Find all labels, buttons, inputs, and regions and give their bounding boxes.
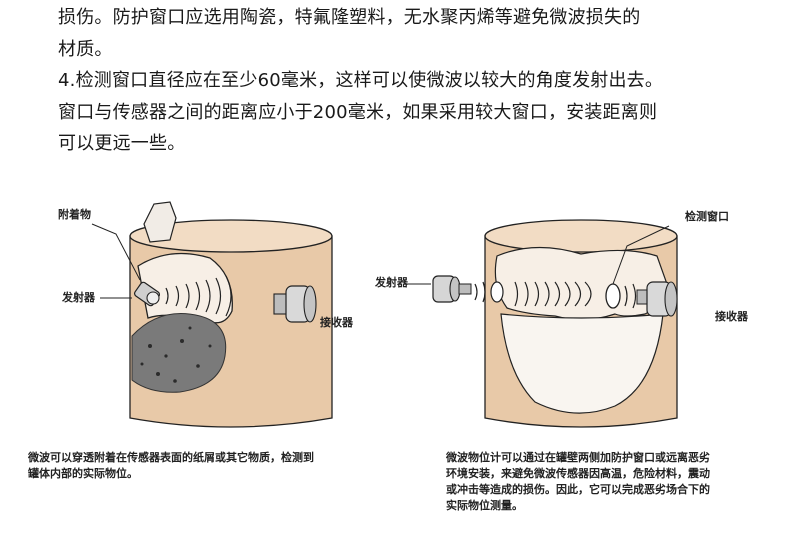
receiver-sensor-left (273, 285, 317, 323)
caption-left: 微波可以穿透附着在传感器表面的纸屑或其它物质，检测到 罐体内部的实际物位。 (28, 450, 388, 482)
paragraph-line: 损伤。防护窗口应选用陶瓷，特氟隆塑料，无水聚丙烯等避免微波损失的 (58, 7, 641, 28)
label-emitter: 发射器 (62, 291, 95, 304)
paragraph-line: 可以更远一些。 (58, 133, 186, 154)
tank-illustration-right (405, 219, 678, 428)
caption-line: 环境安装，来避免微波传感器因高温，危险材料，震动 (446, 467, 710, 480)
emitter-sensor-left (133, 281, 161, 307)
caption-line: 实际物位测量。 (446, 499, 523, 512)
body-paragraph: 损伤。防护窗口应选用陶瓷，特氟隆塑料，无水聚丙烯等避免微波损失的 材质。 4.检… (58, 2, 778, 160)
figure-deposit-penetration: 附着物 发射器 接收器 (20, 196, 400, 446)
caption-line: 微波物位计可以通过在罐壁两侧加防护窗口或远离恶劣 (446, 451, 710, 464)
paragraph-line: 窗口与传感器之间的距离应小于200毫米，如果采用较大窗口，安装距离则 (58, 101, 658, 123)
label-emitter-right: 发射器 (375, 276, 408, 289)
caption-line: 微波可以穿透附着在传感器表面的纸屑或其它物质，检测到 (28, 451, 314, 464)
paragraph-line: 4.检测窗口直径应在至少60毫米，这样可以使微波以较大的角度发射出去。 (58, 70, 664, 91)
label-receiver-right: 接收器 (715, 310, 748, 323)
receiver-sensor-right (636, 281, 678, 317)
tank-illustration-left (91, 201, 333, 428)
figure-window-installation: 发射器 检测窗口 接收器 (375, 196, 780, 446)
label-window: 检测窗口 (685, 210, 729, 223)
caption-right: 微波物位计可以通过在罐壁两侧加防护窗口或远离恶劣 环境安装，来避免微波传感器因高… (446, 450, 786, 514)
label-receiver: 接收器 (320, 316, 353, 329)
label-deposit: 附着物 (58, 208, 91, 221)
paragraph-line: 材质。 (58, 38, 113, 60)
caption-line: 或冲击等造成的损伤。因此，它可以完成恶劣场合下的 (446, 483, 710, 496)
caption-line: 罐体内部的实际物位。 (28, 467, 138, 480)
emitter-sensor-right (432, 275, 472, 303)
